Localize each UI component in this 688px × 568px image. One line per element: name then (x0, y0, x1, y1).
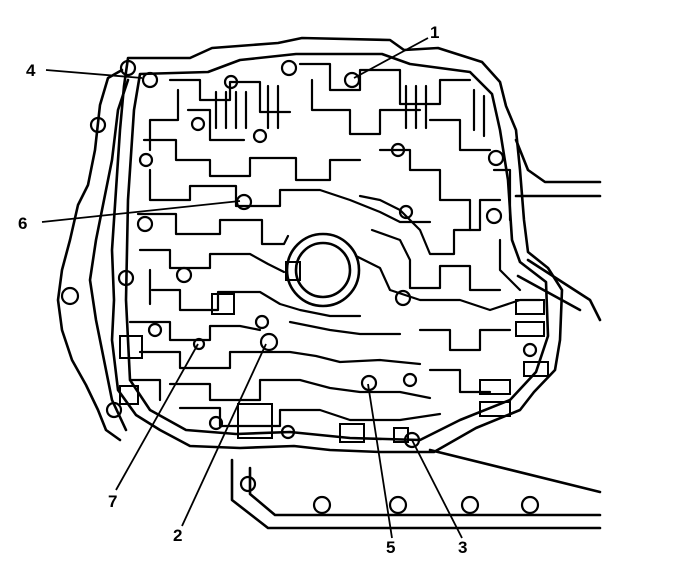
center-bore-outer (285, 232, 361, 308)
callout-3: 3 (458, 538, 467, 557)
leader-3 (411, 439, 463, 539)
callout-6: 6 (18, 214, 27, 233)
callout-5: 5 (386, 538, 395, 557)
callout-2: 2 (173, 526, 182, 545)
callout-1: 1 (430, 23, 439, 42)
callout-labels: 1 2 3 4 5 6 7 (18, 23, 467, 557)
callout-7: 7 (108, 492, 117, 511)
valve-body-inner-outline (124, 52, 550, 442)
case-left-inner (88, 78, 130, 432)
leader-7 (115, 343, 199, 491)
valve-bores (119, 261, 549, 443)
bolt-holes (60, 59, 540, 515)
oil-passages (128, 62, 542, 428)
leader-5 (367, 383, 393, 539)
valve-body-outline (110, 36, 564, 454)
case-right-extension (514, 138, 602, 322)
pan-flange-outline (230, 448, 602, 530)
case-left-outline (56, 68, 124, 442)
leader-6 (41, 200, 241, 223)
leader-2 (181, 343, 267, 527)
leader-lines (41, 37, 463, 539)
callout-4: 4 (26, 61, 36, 80)
center-bore-inner (294, 241, 352, 299)
leader-1 (353, 37, 429, 79)
leader-4 (45, 69, 143, 79)
